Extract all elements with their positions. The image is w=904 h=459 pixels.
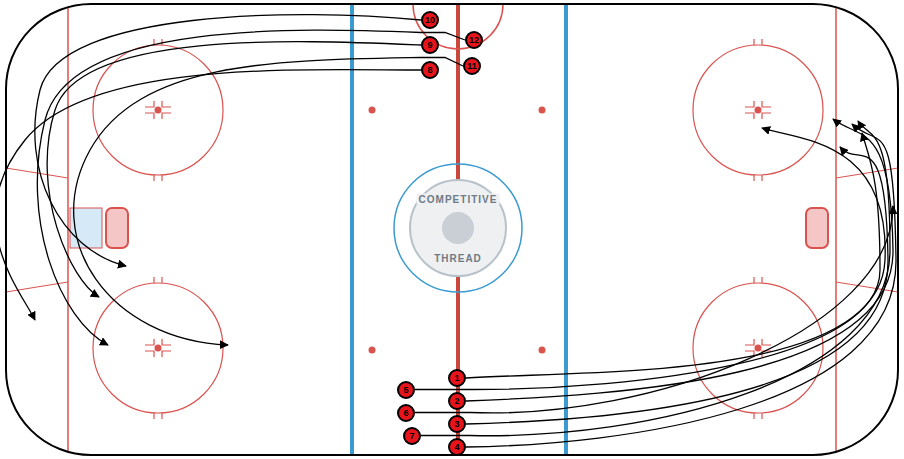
goal-net bbox=[106, 208, 128, 248]
player-marker: 10 bbox=[421, 11, 439, 29]
logo-watermark bbox=[410, 180, 506, 276]
player-marker: 8 bbox=[421, 61, 439, 79]
player-number: 6 bbox=[403, 409, 408, 418]
skating-route bbox=[0, 15, 896, 447]
player-marker: 2 bbox=[448, 392, 466, 410]
player-marker: 11 bbox=[463, 57, 481, 75]
player-number: 3 bbox=[454, 420, 459, 429]
player-marker: 12 bbox=[465, 31, 483, 49]
player-number: 11 bbox=[467, 62, 477, 71]
player-marker: 4 bbox=[448, 438, 466, 456]
player-marker: 6 bbox=[397, 404, 415, 422]
player-marker: 3 bbox=[448, 415, 466, 433]
player-number: 7 bbox=[409, 432, 414, 441]
player-number: 8 bbox=[427, 66, 432, 75]
player-number: 9 bbox=[427, 41, 432, 50]
player-marker: 1 bbox=[448, 369, 466, 387]
player-marker: 5 bbox=[397, 381, 415, 399]
player-marker: 9 bbox=[421, 36, 439, 54]
player-number: 4 bbox=[454, 443, 459, 452]
watermark-text: COMPETITIVE bbox=[417, 194, 500, 205]
player-marker: 7 bbox=[403, 427, 421, 445]
watermark-text: THREAD bbox=[432, 253, 484, 264]
rink-boards bbox=[6, 4, 898, 455]
player-number: 1 bbox=[454, 374, 459, 383]
player-number: 10 bbox=[425, 16, 435, 25]
player-number: 12 bbox=[469, 36, 479, 45]
rink-markings bbox=[6, 4, 898, 455]
player-number: 5 bbox=[403, 386, 408, 395]
player-number: 2 bbox=[454, 397, 459, 406]
goal-net bbox=[806, 208, 828, 248]
